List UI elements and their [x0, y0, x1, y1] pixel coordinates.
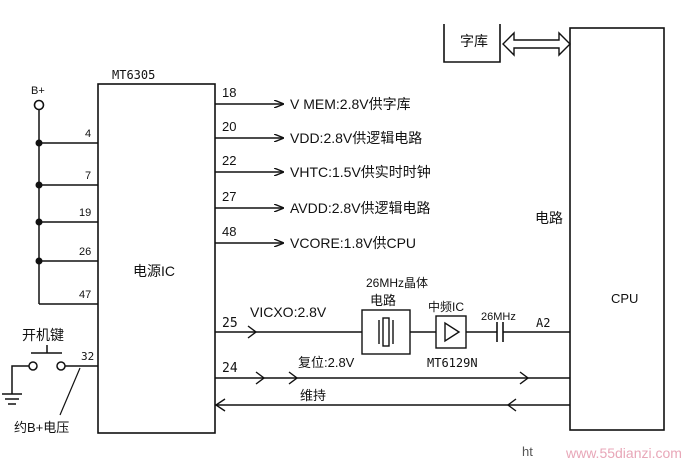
pin-label: 4 [85, 128, 91, 140]
reset-pin: 24 [222, 361, 238, 376]
output-pin: 27 [222, 189, 236, 204]
output-pin: 22 [222, 153, 236, 168]
if-ic-symbol [435, 315, 497, 349]
output-label: VHTC:1.5V供实时时钟 [290, 164, 431, 180]
power-key-voltage-note: 约B+电压 [14, 420, 69, 435]
left-pin-wires [39, 142, 98, 305]
cpu-label: CPU [611, 291, 638, 306]
pin-label: 47 [79, 289, 91, 301]
cpu-box [569, 27, 665, 431]
left-pin-junctions [35, 139, 43, 265]
ic-label: 电源IC [133, 263, 175, 279]
watermark-left: ht [522, 444, 533, 459]
font-library-bus-arrow [502, 31, 571, 57]
a2-net-label: A2 [536, 316, 550, 330]
clock-frequency: 26MHz [481, 311, 516, 323]
output-pin: 18 [222, 85, 236, 100]
pin-label: 26 [79, 246, 91, 258]
crystal-title: 26MHz晶体 [366, 276, 428, 290]
crystal-symbol [361, 309, 436, 355]
reset-label: 复位:2.8V [298, 355, 355, 370]
clock-label: VICXO:2.8V [250, 304, 327, 320]
power-key-pin: 32 [81, 350, 94, 363]
if-ic-part: MT6129N [427, 356, 478, 370]
power-key-switch [2, 345, 98, 405]
hold-label: 维持 [300, 388, 326, 403]
output-label: V MEM:2.8V供字库 [290, 96, 411, 112]
if-ic-title: 中频IC [428, 299, 464, 314]
crystal-subtitle: 电路 [370, 293, 396, 308]
font-library-label: 字库 [460, 33, 488, 49]
output-arrows [215, 104, 283, 243]
power-ic-box [97, 83, 216, 434]
coupling-capacitor [496, 322, 504, 342]
clock-pin: 25 [222, 316, 238, 331]
cpu-side-label: 电路 [535, 210, 563, 226]
output-pin: 48 [222, 224, 236, 239]
ic-part-number: MT6305 [112, 68, 155, 82]
output-label: VDD:2.8V供逻辑电路 [290, 130, 422, 146]
pin-label: 19 [79, 207, 91, 219]
clock-wire [215, 325, 362, 339]
font-library-box [443, 24, 501, 63]
watermark-url: www.55dianzi.com [565, 445, 682, 461]
hold-wire [214, 398, 570, 412]
b-plus-label: B+ [31, 85, 45, 97]
power-key-label: 开机键 [22, 327, 64, 343]
pin-label: 7 [85, 170, 91, 182]
output-label: VCORE:1.8V供CPU [290, 235, 416, 251]
b-plus-terminal [33, 99, 45, 111]
output-pin: 20 [222, 119, 236, 134]
reset-wire [215, 371, 570, 385]
output-label: AVDD:2.8V供逻辑电路 [290, 200, 431, 216]
power-key-voltage-leader [59, 367, 81, 416]
